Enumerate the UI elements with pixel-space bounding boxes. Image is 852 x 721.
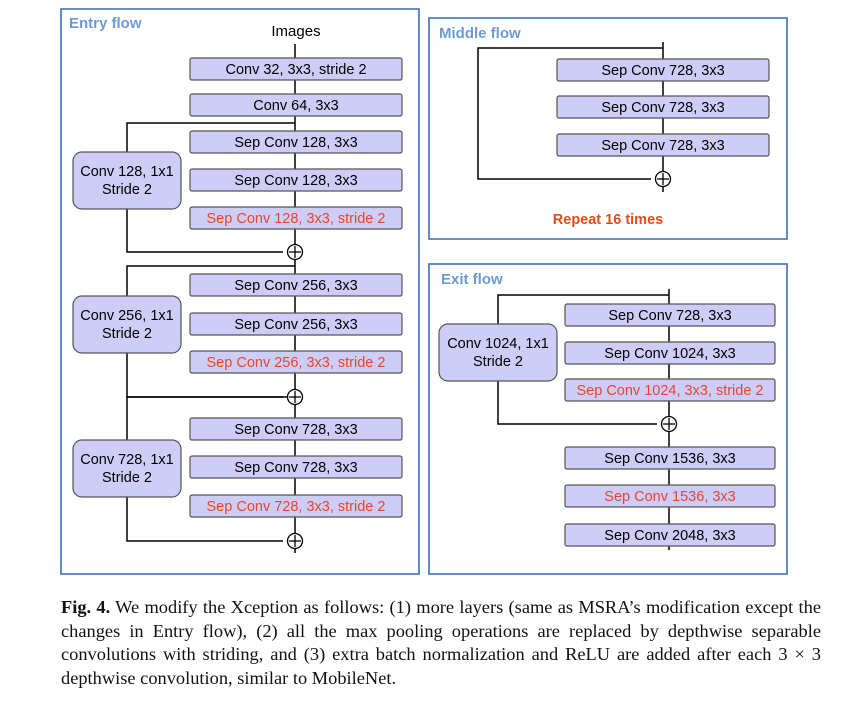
repeat-label: Repeat 16 times [553, 212, 663, 228]
add-node-icon [286, 532, 304, 550]
layer-label: Sep Conv 1536, 3x3 [604, 451, 735, 467]
entry-shortcut-block: Conv 256, 1x1 Stride 2 [72, 295, 182, 354]
entry-flow-title: Entry flow [69, 15, 142, 32]
exit-flow-panel [428, 263, 788, 575]
entry-flow-panel [60, 8, 420, 575]
entry-shortcut-block: Conv 128, 1x1 Stride 2 [72, 151, 182, 210]
middle-layer-block: Sep Conv 728, 3x3 [556, 133, 770, 157]
entry-shortcut-block: Conv 728, 1x1 Stride 2 [72, 439, 182, 498]
layer-label: Sep Conv 728, 3x3 [234, 460, 357, 476]
entry-layer-block: Conv 64, 3x3 [189, 93, 403, 117]
shortcut-label-line2: Stride 2 [473, 354, 523, 370]
layer-label: Sep Conv 256, 3x3 [234, 317, 357, 333]
exit-layer-block: Sep Conv 2048, 3x3 [564, 523, 776, 547]
entry-layer-block-stride: Sep Conv 728, 3x3, stride 2 [189, 494, 403, 518]
entry-layer-block-stride: Sep Conv 128, 3x3, stride 2 [189, 206, 403, 230]
figure-caption: Fig. 4. We modify the Xception as follow… [61, 596, 821, 690]
exit-layer-block: Sep Conv 1536, 3x3 [564, 446, 776, 470]
layer-label: Sep Conv 256, 3x3 [234, 278, 357, 294]
entry-layer-block: Sep Conv 256, 3x3 [189, 312, 403, 336]
layer-label: Sep Conv 728, 3x3 [234, 422, 357, 438]
shortcut-label-line2: Stride 2 [102, 470, 152, 486]
layer-label: Sep Conv 728, 3x3, stride 2 [207, 499, 386, 515]
layer-label: Sep Conv 728, 3x3 [601, 100, 724, 116]
entry-layer-block-stride: Sep Conv 256, 3x3, stride 2 [189, 350, 403, 374]
layer-label: Sep Conv 128, 3x3 [234, 173, 357, 189]
add-node-icon [286, 243, 304, 261]
layer-label: Sep Conv 2048, 3x3 [604, 528, 735, 544]
exit-layer-block: Sep Conv 1024, 3x3 [564, 341, 776, 365]
input-images-label: Images [271, 23, 320, 40]
add-node-icon [660, 415, 678, 433]
entry-layer-block: Sep Conv 728, 3x3 [189, 417, 403, 441]
xception-diagram: Entry flow Middle flow Exit flow Images … [60, 8, 788, 575]
exit-layer-block-stride: Sep Conv 1024, 3x3, stride 2 [564, 378, 776, 402]
caption-text: We modify the Xception as follows: (1) m… [61, 597, 821, 688]
layer-label: Sep Conv 1536, 3x3 [604, 489, 735, 505]
shortcut-label-line2: Stride 2 [102, 182, 152, 198]
layer-label: Sep Conv 1024, 3x3, stride 2 [576, 383, 763, 399]
layer-label: Sep Conv 128, 3x3 [234, 135, 357, 151]
layer-label: Conv 64, 3x3 [253, 98, 338, 114]
shortcut-label-line1: Conv 128, 1x1 [80, 164, 174, 180]
add-node-icon [654, 170, 672, 188]
middle-layer-block: Sep Conv 728, 3x3 [556, 95, 770, 119]
caption-label: Fig. 4. [61, 597, 111, 617]
middle-residual-path [477, 47, 663, 180]
layer-label: Sep Conv 728, 3x3 [601, 63, 724, 79]
add-node-icon [286, 388, 304, 406]
entry-layer-block: Sep Conv 128, 3x3 [189, 130, 403, 154]
layer-label: Conv 32, 3x3, stride 2 [225, 62, 366, 78]
shortcut-label-line1: Conv 728, 1x1 [80, 452, 174, 468]
layer-label: Sep Conv 728, 3x3 [601, 138, 724, 154]
exit-layer-block: Sep Conv 728, 3x3 [564, 303, 776, 327]
layer-label: Sep Conv 1024, 3x3 [604, 346, 735, 362]
shortcut-label-line1: Conv 1024, 1x1 [447, 336, 549, 352]
layer-label: Sep Conv 256, 3x3, stride 2 [207, 355, 386, 371]
middle-flow-title: Middle flow [439, 25, 521, 42]
exit-shortcut-block: Conv 1024, 1x1 Stride 2 [438, 323, 558, 382]
exit-layer-block-red: Sep Conv 1536, 3x3 [564, 484, 776, 508]
middle-layer-block: Sep Conv 728, 3x3 [556, 58, 770, 82]
middle-flow-panel [428, 17, 788, 240]
shortcut-label-line1: Conv 256, 1x1 [80, 308, 174, 324]
shortcut-label-line2: Stride 2 [102, 326, 152, 342]
entry-layer-block: Sep Conv 128, 3x3 [189, 168, 403, 192]
layer-label: Sep Conv 128, 3x3, stride 2 [207, 211, 386, 227]
entry-layer-block: Sep Conv 256, 3x3 [189, 273, 403, 297]
entry-layer-block: Conv 32, 3x3, stride 2 [189, 57, 403, 81]
exit-flow-title: Exit flow [441, 271, 503, 288]
layer-label: Sep Conv 728, 3x3 [608, 308, 731, 324]
entry-layer-block: Sep Conv 728, 3x3 [189, 455, 403, 479]
